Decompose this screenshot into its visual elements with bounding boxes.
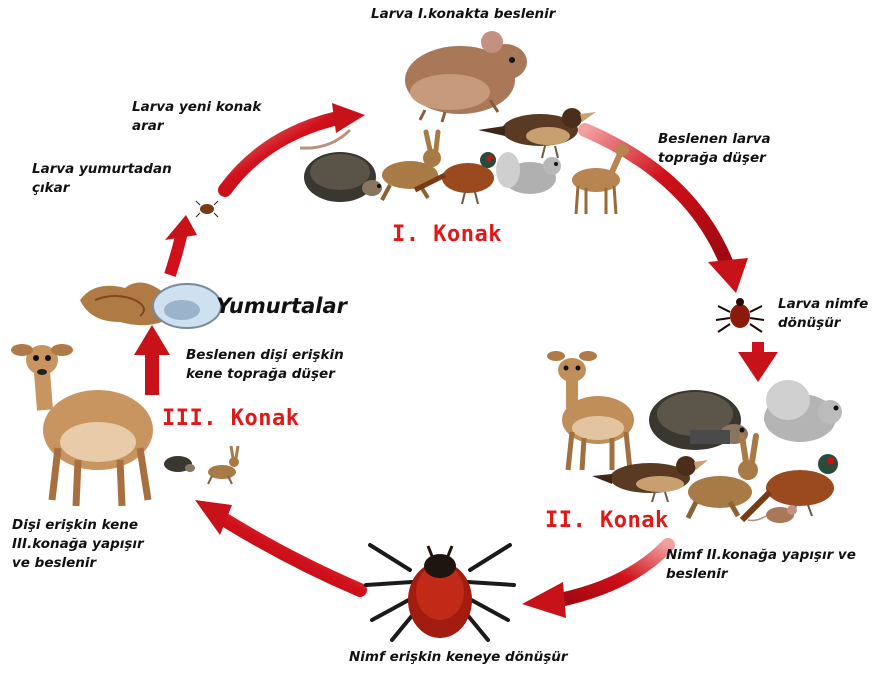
- deer-icon: [572, 144, 629, 214]
- hedgehog-icon-third-host: [164, 456, 195, 472]
- label-line: Beslenen dişi erişkin: [186, 346, 344, 365]
- hedgehog-icon-second-host: [649, 390, 748, 450]
- label-line: çıkar: [32, 179, 172, 198]
- cycle-arrow-second-host-to-bottom: [522, 545, 668, 618]
- deer-icon-third-host: [11, 344, 153, 506]
- label-line: Larva yeni konak: [132, 98, 261, 117]
- label-fed-female-drops: Beslenen dişi erişkin kene toprağa düşer: [186, 346, 344, 384]
- squirrel-icon-second-host: [764, 380, 842, 442]
- tick-icon-adult: [366, 545, 514, 640]
- squirrel-icon: [496, 152, 561, 194]
- host-label-third: III. Konak: [162, 406, 299, 431]
- label-line: III.konağa yapışır: [12, 535, 144, 554]
- label-line: dönüşür: [778, 314, 868, 333]
- label-line: toprağa düşer: [658, 149, 771, 168]
- label-line: Beslenen larva: [658, 130, 771, 149]
- label-line: arar: [132, 117, 261, 136]
- label-line: Dişi erişkin kene: [12, 516, 144, 535]
- cycle-arrow-eggs-to-larva: [165, 215, 197, 275]
- label-eggs: Yumurtalar: [216, 294, 347, 318]
- label-nymph-attaches-second-host: Nimf II.konağa yapışır ve beslenir: [666, 546, 856, 584]
- label-larva-feeds-first-host: Larva I.konakta beslenir: [371, 5, 555, 24]
- label-fed-larva-drops: Beslenen larva toprağa düşer: [658, 130, 771, 168]
- hedgehog-icon: [304, 152, 382, 202]
- label-larva-to-nymph: Larva nimfe dönüşür: [778, 295, 868, 333]
- eggs-icon: [80, 282, 221, 328]
- label-line: Larva nimfe: [778, 295, 868, 314]
- cycle-arrow-bottom-to-third-host: [195, 500, 360, 590]
- host-label-first: I. Konak: [392, 222, 502, 247]
- deer-icon-second-host: [547, 351, 634, 470]
- label-line: kene toprağa düşer: [186, 365, 344, 384]
- label-female-attaches-third-host: Dişi erişkin kene III.konağa yapışır ve …: [12, 516, 144, 573]
- label-line: Larva yumurtadan: [32, 160, 172, 179]
- bird-icon: [478, 108, 596, 158]
- host-label-second: II. Konak: [545, 508, 669, 533]
- hare-icon: [382, 132, 441, 200]
- label-line: Nimf II.konağa yapışır ve: [666, 546, 856, 565]
- cycle-arrow-nymph-down: [738, 342, 778, 382]
- larva-icon: [196, 201, 218, 217]
- label-larva-seeks-host: Larva yeni konak arar: [132, 98, 261, 136]
- cycle-arrow-third-host-to-eggs: [134, 325, 170, 395]
- label-nymph-becomes-adult: Nimf erişkin keneye dönüşür: [349, 648, 568, 667]
- hare-icon-third-host: [208, 446, 239, 484]
- label-line: ve beslenir: [12, 554, 144, 573]
- tick-icon: [716, 298, 764, 332]
- label-larva-hatches: Larva yumurtadan çıkar: [32, 160, 172, 198]
- label-line: beslenir: [666, 565, 856, 584]
